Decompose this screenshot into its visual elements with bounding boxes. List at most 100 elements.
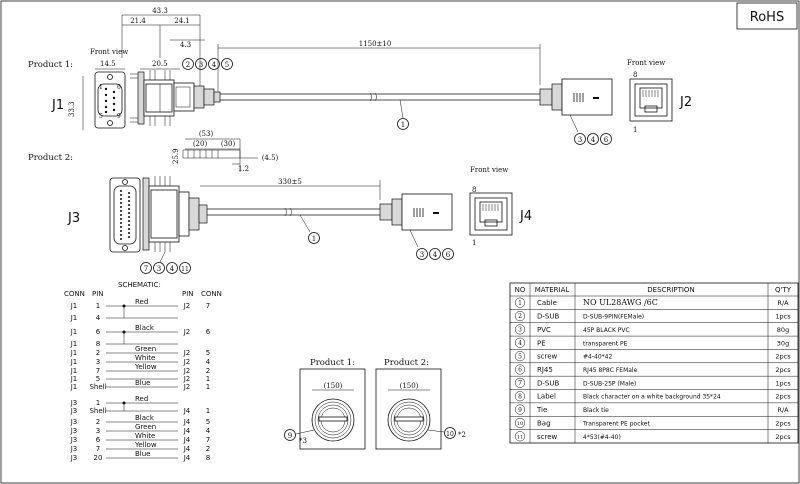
bom-description: 4*53(#4-40) xyxy=(583,434,621,441)
sch-wire-color: Green xyxy=(135,423,156,431)
sch-conn-right: J4 xyxy=(183,436,191,444)
sch-conn-left: J3 xyxy=(70,407,78,415)
bom-material: Cable xyxy=(537,299,557,307)
svg-text:3: 3 xyxy=(199,61,203,69)
dim-33-3: 33.3 xyxy=(68,101,76,117)
connector-j4-label: J4 xyxy=(519,209,532,224)
sch-pin-left: 6 xyxy=(96,436,101,444)
rj1-pin1: 1 xyxy=(633,126,637,134)
svg-text:4: 4 xyxy=(212,61,217,69)
sch-pin-left: 8 xyxy=(96,340,100,348)
bom-no: 10 xyxy=(517,421,523,427)
sch-pin-left: 4 xyxy=(96,314,101,322)
rj1-pin8: 8 xyxy=(633,71,637,79)
product1-label: Product 1: xyxy=(28,60,73,70)
svg-text:4: 4 xyxy=(591,136,596,144)
product2-label: Product 2: xyxy=(28,153,73,163)
sch-conn-right: J2 xyxy=(183,383,191,391)
sch-conn-right: J4 xyxy=(183,454,191,462)
sch-wire-color: Red xyxy=(135,298,148,306)
bom-material: D-SUB xyxy=(537,379,559,387)
connector-j3-label: J3 xyxy=(67,211,80,226)
sch-wire-color: Yellow xyxy=(134,363,157,371)
sch-conn-left: J3 xyxy=(70,427,78,435)
p2-dim-hatch xyxy=(187,150,219,158)
sch-conn-right: J2 xyxy=(183,328,191,336)
sch-wire-color: White xyxy=(135,432,155,440)
sch-conn-right: J4 xyxy=(183,407,191,415)
sch-conn-right: J2 xyxy=(183,367,191,375)
sch-pin-left: 2 xyxy=(96,349,100,357)
balloon-cable-1 xyxy=(397,118,409,130)
schematic-title: SCHEMATIC: xyxy=(118,281,161,289)
bom-qty: 1pcs xyxy=(775,379,791,387)
dim-20: (20) xyxy=(193,140,208,148)
sch-pin-right: 4 xyxy=(206,427,211,435)
bom-no: 2 xyxy=(518,313,522,320)
bom-material: D-SUB xyxy=(537,313,559,321)
pin5-label: 5 xyxy=(99,113,103,120)
sch-pin-right: 1 xyxy=(206,375,210,383)
sch-head-conn-left: CONN xyxy=(64,290,85,298)
db9-screw-hatches xyxy=(130,70,171,126)
sch-pin-right: 8 xyxy=(206,454,210,462)
sch-pin-left: Shell xyxy=(89,383,106,391)
sch-conn-left: J3 xyxy=(70,418,78,426)
bom-header-cell: Q'TY xyxy=(775,286,792,294)
balloon-cable-2 xyxy=(308,232,320,244)
pack-dim-2: (150) xyxy=(400,382,419,390)
rohs-box: RoHS xyxy=(736,2,798,30)
svg-text:5: 5 xyxy=(225,61,229,69)
sch-pin-right: 4 xyxy=(206,358,211,366)
dim-24-1: 24.1 xyxy=(174,17,190,25)
schematic-row: J1 4 xyxy=(70,314,178,322)
rj2-front-view-label: Front view xyxy=(470,166,508,174)
bom-no: 3 xyxy=(518,327,522,334)
rj1-contacts xyxy=(642,90,659,97)
sch-conn-left: J1 xyxy=(70,349,78,357)
sch-conn-left: J1 xyxy=(70,314,78,322)
bom-material: Label xyxy=(537,393,556,401)
svg-text:6: 6 xyxy=(446,251,451,259)
dim-cable-330: 330±5 xyxy=(278,178,302,186)
svg-text:6: 6 xyxy=(604,136,609,144)
bom-description: Black tie xyxy=(583,407,609,414)
sch-head-conn-right: CONN xyxy=(201,290,222,298)
dim-43-3: 43.3 xyxy=(152,7,168,15)
sch-pin-right: 5 xyxy=(206,349,210,357)
sch-pin-right: 1 xyxy=(206,407,210,415)
sch-pin-left: 2 xyxy=(96,418,100,426)
sch-conn-right: J2 xyxy=(183,358,191,366)
svg-text:1: 1 xyxy=(401,121,405,129)
bom-no: 9 xyxy=(518,407,522,414)
sch-pin-left: 20 xyxy=(94,454,103,462)
pack-bag-2 xyxy=(375,368,442,450)
sch-pin-left: 1 xyxy=(96,302,100,310)
callout-10-qty: *2 xyxy=(458,431,466,439)
balloons-rj-2: 3 4 6 xyxy=(416,248,454,260)
sch-head-pin-left: PIN xyxy=(92,290,104,298)
callout-9 xyxy=(284,429,296,441)
callout-9-qty: *3 xyxy=(299,437,307,445)
sch-wire-color: Blue xyxy=(135,379,151,387)
sch-pin-right: 6 xyxy=(206,328,211,336)
svg-text:2: 2 xyxy=(186,61,190,69)
pin6-label: 6 xyxy=(117,84,121,91)
sch-pin-left: Shell xyxy=(89,407,106,415)
dim-1-2: 1.2 xyxy=(238,165,249,173)
